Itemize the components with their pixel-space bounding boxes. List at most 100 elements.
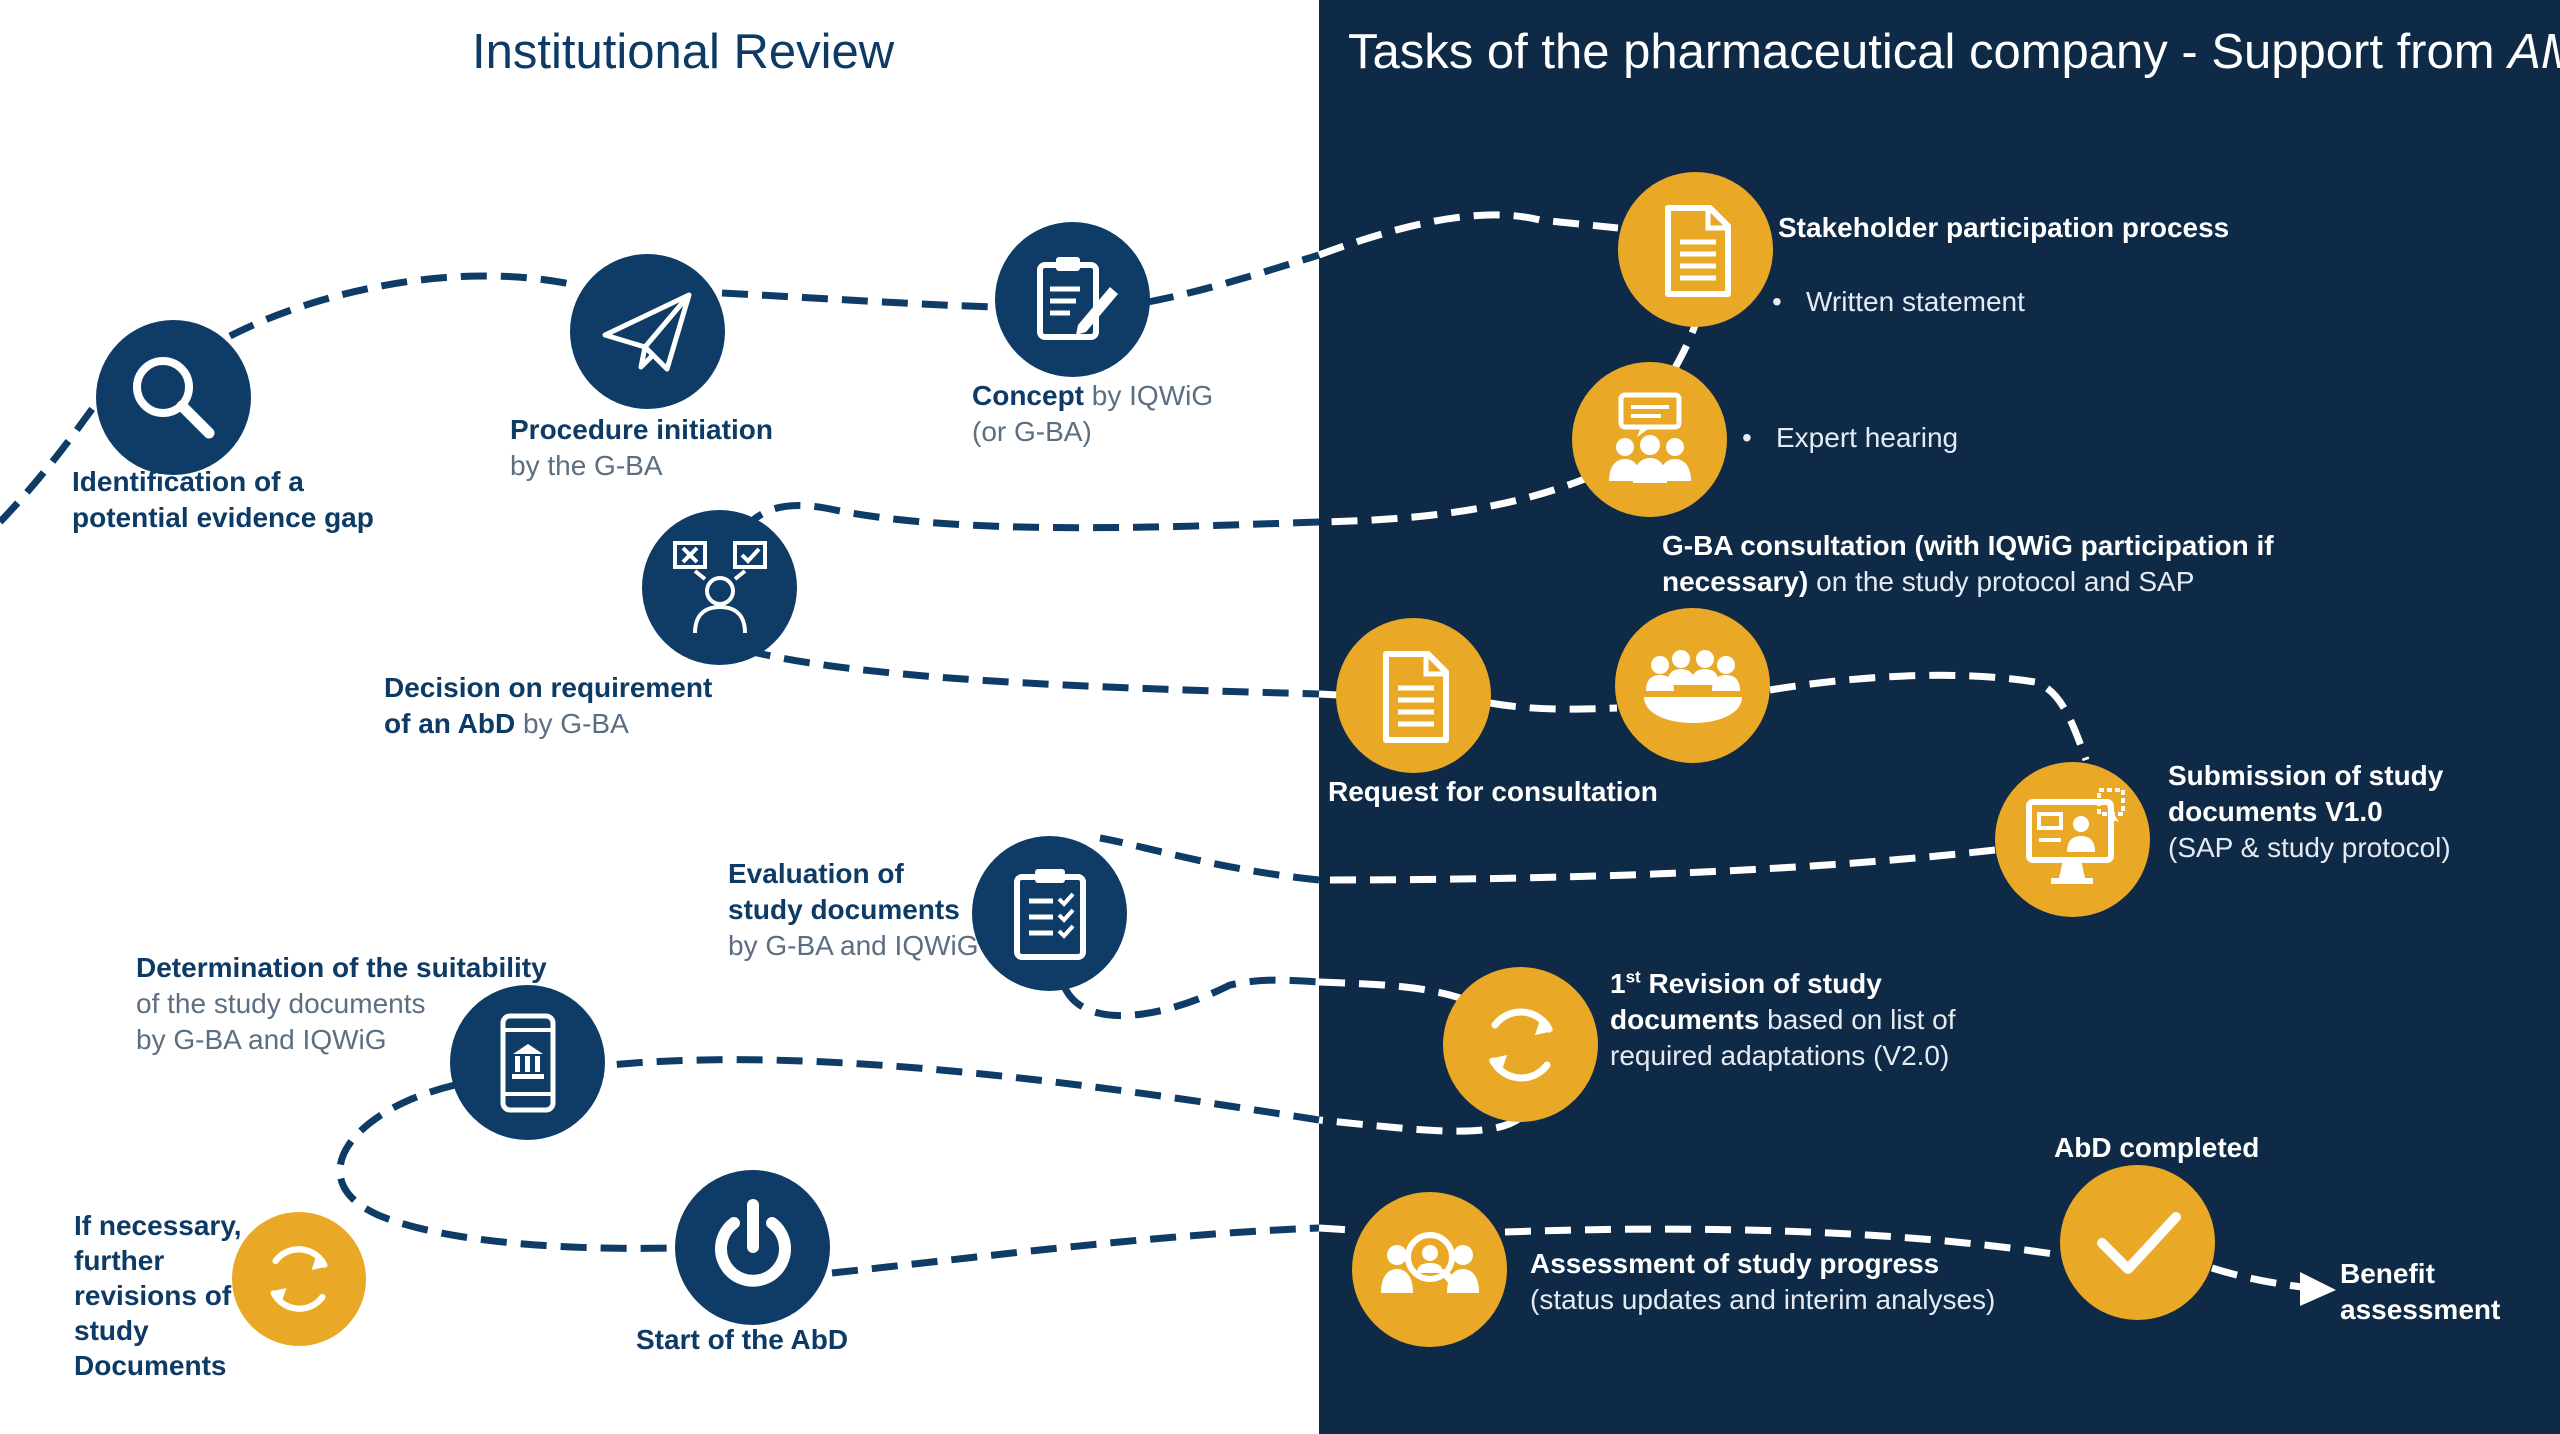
stakeholder-bullet-hearing: Expert hearing <box>1742 420 1958 456</box>
path-panel-to-stakeholder <box>1317 211 1619 259</box>
paper-plane-icon <box>602 292 691 371</box>
checkmark-icon <box>2096 1211 2181 1274</box>
determination-bold: Determination of the suitability <box>136 952 547 983</box>
path-hearing-to-panel <box>1318 472 1594 526</box>
magnifier-icon <box>132 356 214 438</box>
determination-label: Determination of the suitability of the … <box>136 950 547 1058</box>
meeting-table-icon <box>1643 649 1742 723</box>
gba-consultation-bold2: necessary) <box>1662 566 1809 597</box>
submission-node <box>1995 762 2150 917</box>
start-label: Start of the AbD <box>636 1322 848 1358</box>
identification-node <box>96 320 251 475</box>
further-line3: revisions of <box>74 1280 232 1311</box>
decision-person-icon <box>672 540 767 633</box>
completed-label: AbD completed <box>2054 1130 2259 1166</box>
path-panel-to-completion <box>1318 1224 2061 1259</box>
path-panel-to-evaluation <box>1099 834 1320 884</box>
revision-node <box>1443 967 1598 1122</box>
company-tasks-title-ams: AMS <box>2508 25 2560 79</box>
gba-consultation-node <box>1615 608 1770 763</box>
request-bold: Request for consultation <box>1328 776 1658 807</box>
arrowhead <box>2300 1272 2336 1306</box>
start-node <box>675 1170 830 1325</box>
procedure-label: Procedure initiation by the G-BA <box>510 412 773 484</box>
determination-normal1: of the study documents <box>136 988 426 1019</box>
path-procedure-to-concept <box>721 289 999 311</box>
further-line1: If necessary, <box>74 1210 242 1241</box>
stakeholder-bold: Stakeholder participation process <box>1778 212 2230 243</box>
concept-normal2: (or G-BA) <box>972 416 1092 447</box>
document-icon <box>1664 204 1731 297</box>
stakeholder-node <box>1618 172 1773 327</box>
determination-normal2: by G-BA and IQWiG <box>136 1024 387 1055</box>
submission-normal: (SAP & study protocol) <box>2168 832 2451 863</box>
concept-bold: Concept <box>972 380 1084 411</box>
submission-label: Submission of study documents V1.0 (SAP … <box>2168 758 2451 866</box>
identification-line1: Identification of a <box>72 466 304 497</box>
further-line5: Documents <box>74 1350 227 1381</box>
concept-node <box>995 222 1150 377</box>
company-tasks-title: Tasks of the pharmaceutical company - Su… <box>1348 24 2560 80</box>
path-ident-to-procedure <box>228 272 576 340</box>
path-panel-to-determination <box>609 1056 1320 1124</box>
refresh-icon <box>1488 1008 1553 1081</box>
evaluation-bold1: Evaluation of <box>728 858 904 889</box>
procedure-node <box>570 254 725 409</box>
decision-label: Decision on requirement of an AbD by G-B… <box>384 670 712 742</box>
assessment-normal: (status updates and interim analyses) <box>1530 1284 1996 1315</box>
further-line4: study <box>74 1315 149 1346</box>
concept-normal1: by IQWiG <box>1084 380 1214 411</box>
assessment-label: Assessment of study progress (status upd… <box>1530 1246 1995 1318</box>
determination-node <box>450 985 605 1140</box>
path-left-entry <box>0 395 103 525</box>
group-chat-icon <box>1608 392 1691 483</box>
gba-consultation-label: G-BA consultation (with IQWiG participat… <box>1662 528 2274 600</box>
revision-num: 1 <box>1610 968 1626 999</box>
benefit-label: Benefit assessment <box>2340 1256 2500 1328</box>
gba-consultation-normal: on the study protocol and SAP <box>1808 566 2195 597</box>
decision-bold2: of an AbD <box>384 708 516 739</box>
submission-bold2: documents V1.0 <box>2168 796 2383 827</box>
decision-node <box>642 510 797 665</box>
path-submission-to-panel <box>1318 846 1996 884</box>
further-revisions-node <box>232 1212 366 1346</box>
evaluation-bold2: study documents <box>728 894 960 925</box>
path-evaluation-to-panel <box>1061 976 1320 1020</box>
path-meeting-to-submission <box>1769 671 2090 762</box>
checklist-icon <box>1013 868 1086 960</box>
stakeholder-bullet-written: Written statement <box>1772 284 2025 320</box>
submission-bold1: Submission of study <box>2168 760 2444 791</box>
request-label: Request for consultation <box>1328 774 1658 810</box>
assessment-bold: Assessment of study progress <box>1530 1248 1940 1279</box>
clipboard-pen-icon <box>1036 256 1118 340</box>
revision-bold2: documents <box>1610 1004 1760 1035</box>
path-panel-to-request <box>1318 690 1339 699</box>
identification-label: Identification of a potential evidence g… <box>72 464 374 536</box>
benefit-line2: assessment <box>2340 1294 2501 1325</box>
path-request-to-meeting <box>1489 699 1618 713</box>
benefit-line1: Benefit <box>2340 1258 2435 1289</box>
procedure-bold: Procedure initiation <box>510 414 773 445</box>
revision-bold1: Revision of study <box>1640 968 1882 999</box>
company-tasks-panel <box>1319 0 2560 1434</box>
company-tasks-title-main: Tasks of the pharmaceutical company - Su… <box>1348 25 2509 79</box>
gba-consultation-bold1: G-BA consultation (with IQWiG participat… <box>1662 530 2274 561</box>
expert-hearing-node <box>1572 362 1727 517</box>
monitor-icon <box>2025 787 2125 884</box>
revision-normal2: required adaptations (V2.0) <box>1610 1040 1950 1071</box>
decision-bold1: Decision on requirement <box>384 672 713 703</box>
stakeholder-label: Stakeholder participation process <box>1778 210 2229 246</box>
people-search-icon <box>1380 1231 1479 1293</box>
completed-bold: AbD completed <box>2054 1132 2260 1163</box>
power-icon <box>714 1198 791 1287</box>
completed-node <box>2060 1165 2215 1320</box>
document-icon <box>1382 650 1449 743</box>
phone-bank-icon <box>500 1013 555 1112</box>
decision-normal: by G-BA <box>515 708 629 739</box>
start-bold: Start of the AbD <box>636 1324 849 1355</box>
request-node <box>1336 618 1491 773</box>
path-concept-to-panel <box>1147 251 1321 306</box>
evaluation-label: Evaluation of study documents by G-BA an… <box>728 856 979 964</box>
